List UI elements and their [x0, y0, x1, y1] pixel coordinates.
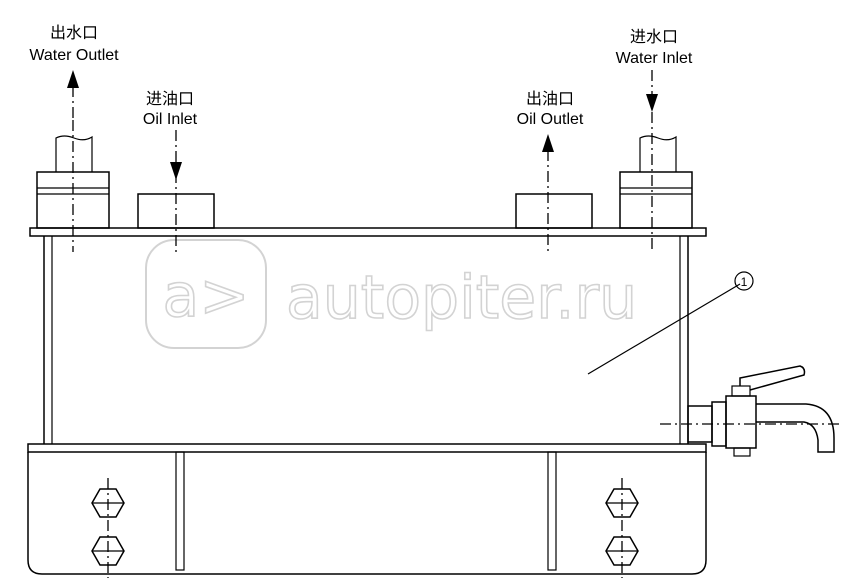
watermark: a> autopiter.ru	[145, 239, 638, 349]
oil-inlet-port	[137, 130, 215, 254]
water-outlet-pipe	[55, 135, 93, 172]
oil-outlet-label-zh: 出油口	[526, 90, 574, 108]
callout-circle	[734, 271, 754, 291]
water-inlet-label-en: Water Inlet	[616, 50, 693, 67]
bolts	[91, 478, 639, 578]
valve-handle	[739, 365, 806, 391]
oil-outlet-port	[515, 134, 593, 254]
top-flange	[29, 227, 707, 237]
pan-rib-left	[175, 451, 185, 571]
water-inlet-label-zh: 进水口	[630, 28, 678, 46]
drain-valve	[660, 365, 840, 457]
callout-number: 1	[741, 275, 748, 289]
pan-rib-right	[547, 451, 557, 571]
oil-outlet-label-en: Oil Outlet	[517, 111, 584, 128]
oil-inlet-label-en: Oil Inlet	[143, 111, 198, 128]
water-inlet-arrow-icon	[646, 94, 658, 112]
cooler-body	[27, 227, 707, 575]
valve-spout	[756, 403, 835, 453]
oil-inlet-label-zh: 进油口	[146, 90, 194, 108]
water-outlet-label-zh: 出水口	[50, 24, 98, 42]
oil-outlet-arrow-icon	[542, 134, 554, 152]
water-outlet-arrow-icon	[67, 70, 79, 88]
watermark-text: autopiter.ru	[286, 263, 637, 333]
water-inlet-pipe	[639, 135, 677, 172]
port-labels: 出水口 Water Outlet 进油口 Oil Inlet 出油口 Oil O…	[29, 24, 693, 128]
oil-pan	[27, 452, 707, 575]
water-inlet-port	[619, 70, 693, 252]
oil-inlet-arrow-icon	[170, 162, 182, 180]
water-outlet-label-en: Water Outlet	[29, 47, 119, 64]
callout-1: 1	[587, 271, 754, 375]
callout-leader	[587, 283, 741, 375]
watermark-logo-box	[145, 239, 267, 349]
bottom-flange	[27, 443, 707, 453]
watermark-logo-text: a>	[162, 261, 249, 331]
water-outlet-port	[36, 70, 110, 252]
